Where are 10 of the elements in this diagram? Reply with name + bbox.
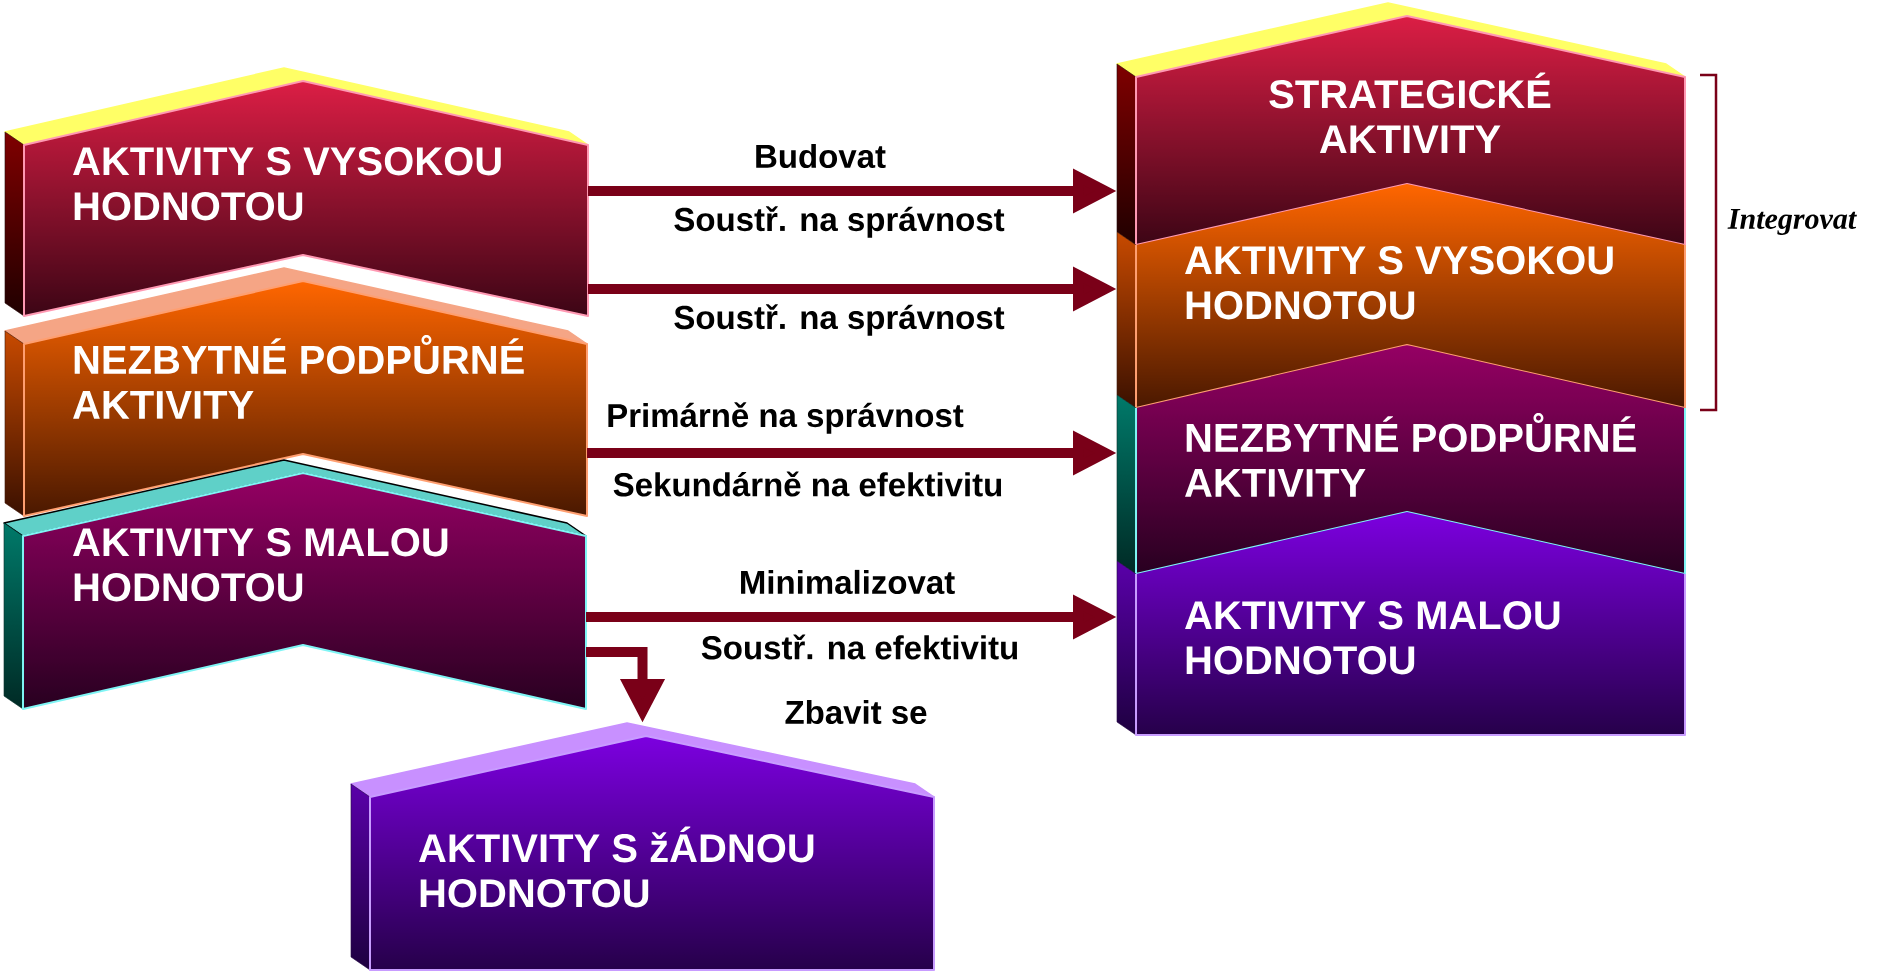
chevron-block: AKTIVITY S VYSOKOU HODNOTOU — [4, 67, 589, 317]
arrow-caption: Sekundárně na efektivitu — [610, 469, 1006, 499]
edge-label: Primárně na správnost — [604, 400, 966, 436]
edge-label: Budovat — [752, 141, 888, 171]
edge-label: Minimalizovat — [736, 567, 958, 597]
bracket-label: Integrovat — [1725, 207, 1859, 237]
arrow-caption: Soustř. na efektivitu — [698, 632, 1022, 662]
chevron-block: AKTIVITY S MALOU HODNOTOU — [3, 459, 587, 710]
arrow-caption: Soustř. na správnost — [671, 204, 1007, 240]
edge-label: Soustř. na správnost — [671, 302, 1007, 338]
